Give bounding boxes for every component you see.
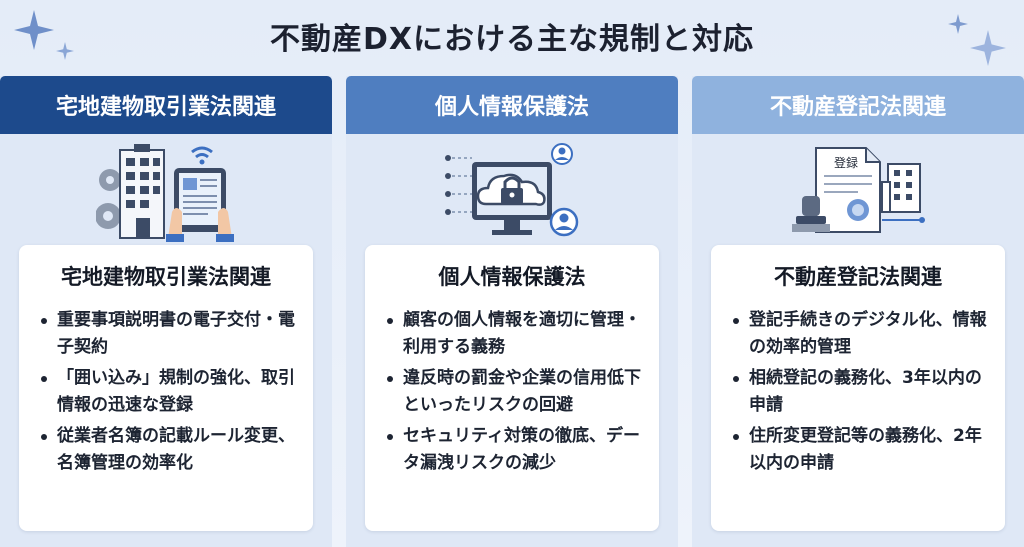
cloud-lock-monitor-icon — [445, 143, 579, 237]
list-item: セキュリティ対策の徹底、データ漏洩リスクの減少 — [383, 423, 645, 477]
list-item: 顧客の個人情報を適切に管理・利用する義務 — [383, 307, 645, 361]
building-tablet-icon — [96, 144, 234, 242]
list-item: 住所変更登記等の義務化、2年以内の申請 — [729, 423, 991, 477]
sparkle-icon — [948, 14, 968, 34]
info-card: 個人情報保護法 顧客の個人情報を適切に管理・利用する義務 違反時の罰金や企業の信… — [365, 245, 659, 531]
page-title: 不動産DXにおける主な規制と対応 — [269, 22, 755, 57]
card-title: 宅地建物取引業法関連 — [61, 265, 271, 289]
list-item: 重要事項説明書の電子交付・電子契約 — [37, 307, 299, 361]
card-title: 個人情報保護法 — [438, 265, 586, 289]
card-title: 不動産登記法関連 — [774, 265, 942, 289]
document-label: 登録 — [834, 155, 858, 170]
column-header: 不動産登記法関連 — [692, 76, 1024, 134]
column-registry: 不動産登記法関連 登録 — [692, 76, 1024, 547]
list-item: 相続登記の義務化、3年以内の申請 — [729, 365, 991, 419]
column-privacy: 個人情報保護法 — [346, 76, 678, 547]
list-item: 従業者名簿の記載ルール変更、名簿管理の効率化 — [37, 423, 299, 477]
bullet-list: 顧客の個人情報を適切に管理・利用する義務 違反時の罰金や企業の信用低下といったリ… — [365, 307, 659, 477]
bullet-list: 重要事項説明書の電子交付・電子契約 「囲い込み」規制の強化、取引情報の迅速な登録… — [19, 307, 313, 477]
sparkle-icon — [970, 30, 1006, 66]
list-item: 違反時の罰金や企業の信用低下といったリスクの回避 — [383, 365, 645, 419]
column-header: 宅地建物取引業法関連 — [0, 76, 332, 134]
sparkle-icon — [56, 42, 74, 60]
column-real-estate-transaction: 宅地建物取引業法関連 — [0, 76, 332, 547]
list-item: 登記手続きのデジタル化、情報の効率的管理 — [729, 307, 991, 361]
info-card: 不動産登記法関連 登記手続きのデジタル化、情報の効率的管理 相続登記の義務化、3… — [711, 245, 1005, 531]
sparkle-icon — [14, 10, 54, 50]
bullet-list: 登記手続きのデジタル化、情報の効率的管理 相続登記の義務化、3年以内の申請 住所… — [711, 307, 1005, 477]
info-card: 宅地建物取引業法関連 重要事項説明書の電子交付・電子契約 「囲い込み」規制の強化… — [19, 245, 313, 531]
list-item: 「囲い込み」規制の強化、取引情報の迅速な登録 — [37, 365, 299, 419]
registry-document-icon: 登録 — [792, 147, 925, 233]
column-header: 個人情報保護法 — [346, 76, 678, 134]
